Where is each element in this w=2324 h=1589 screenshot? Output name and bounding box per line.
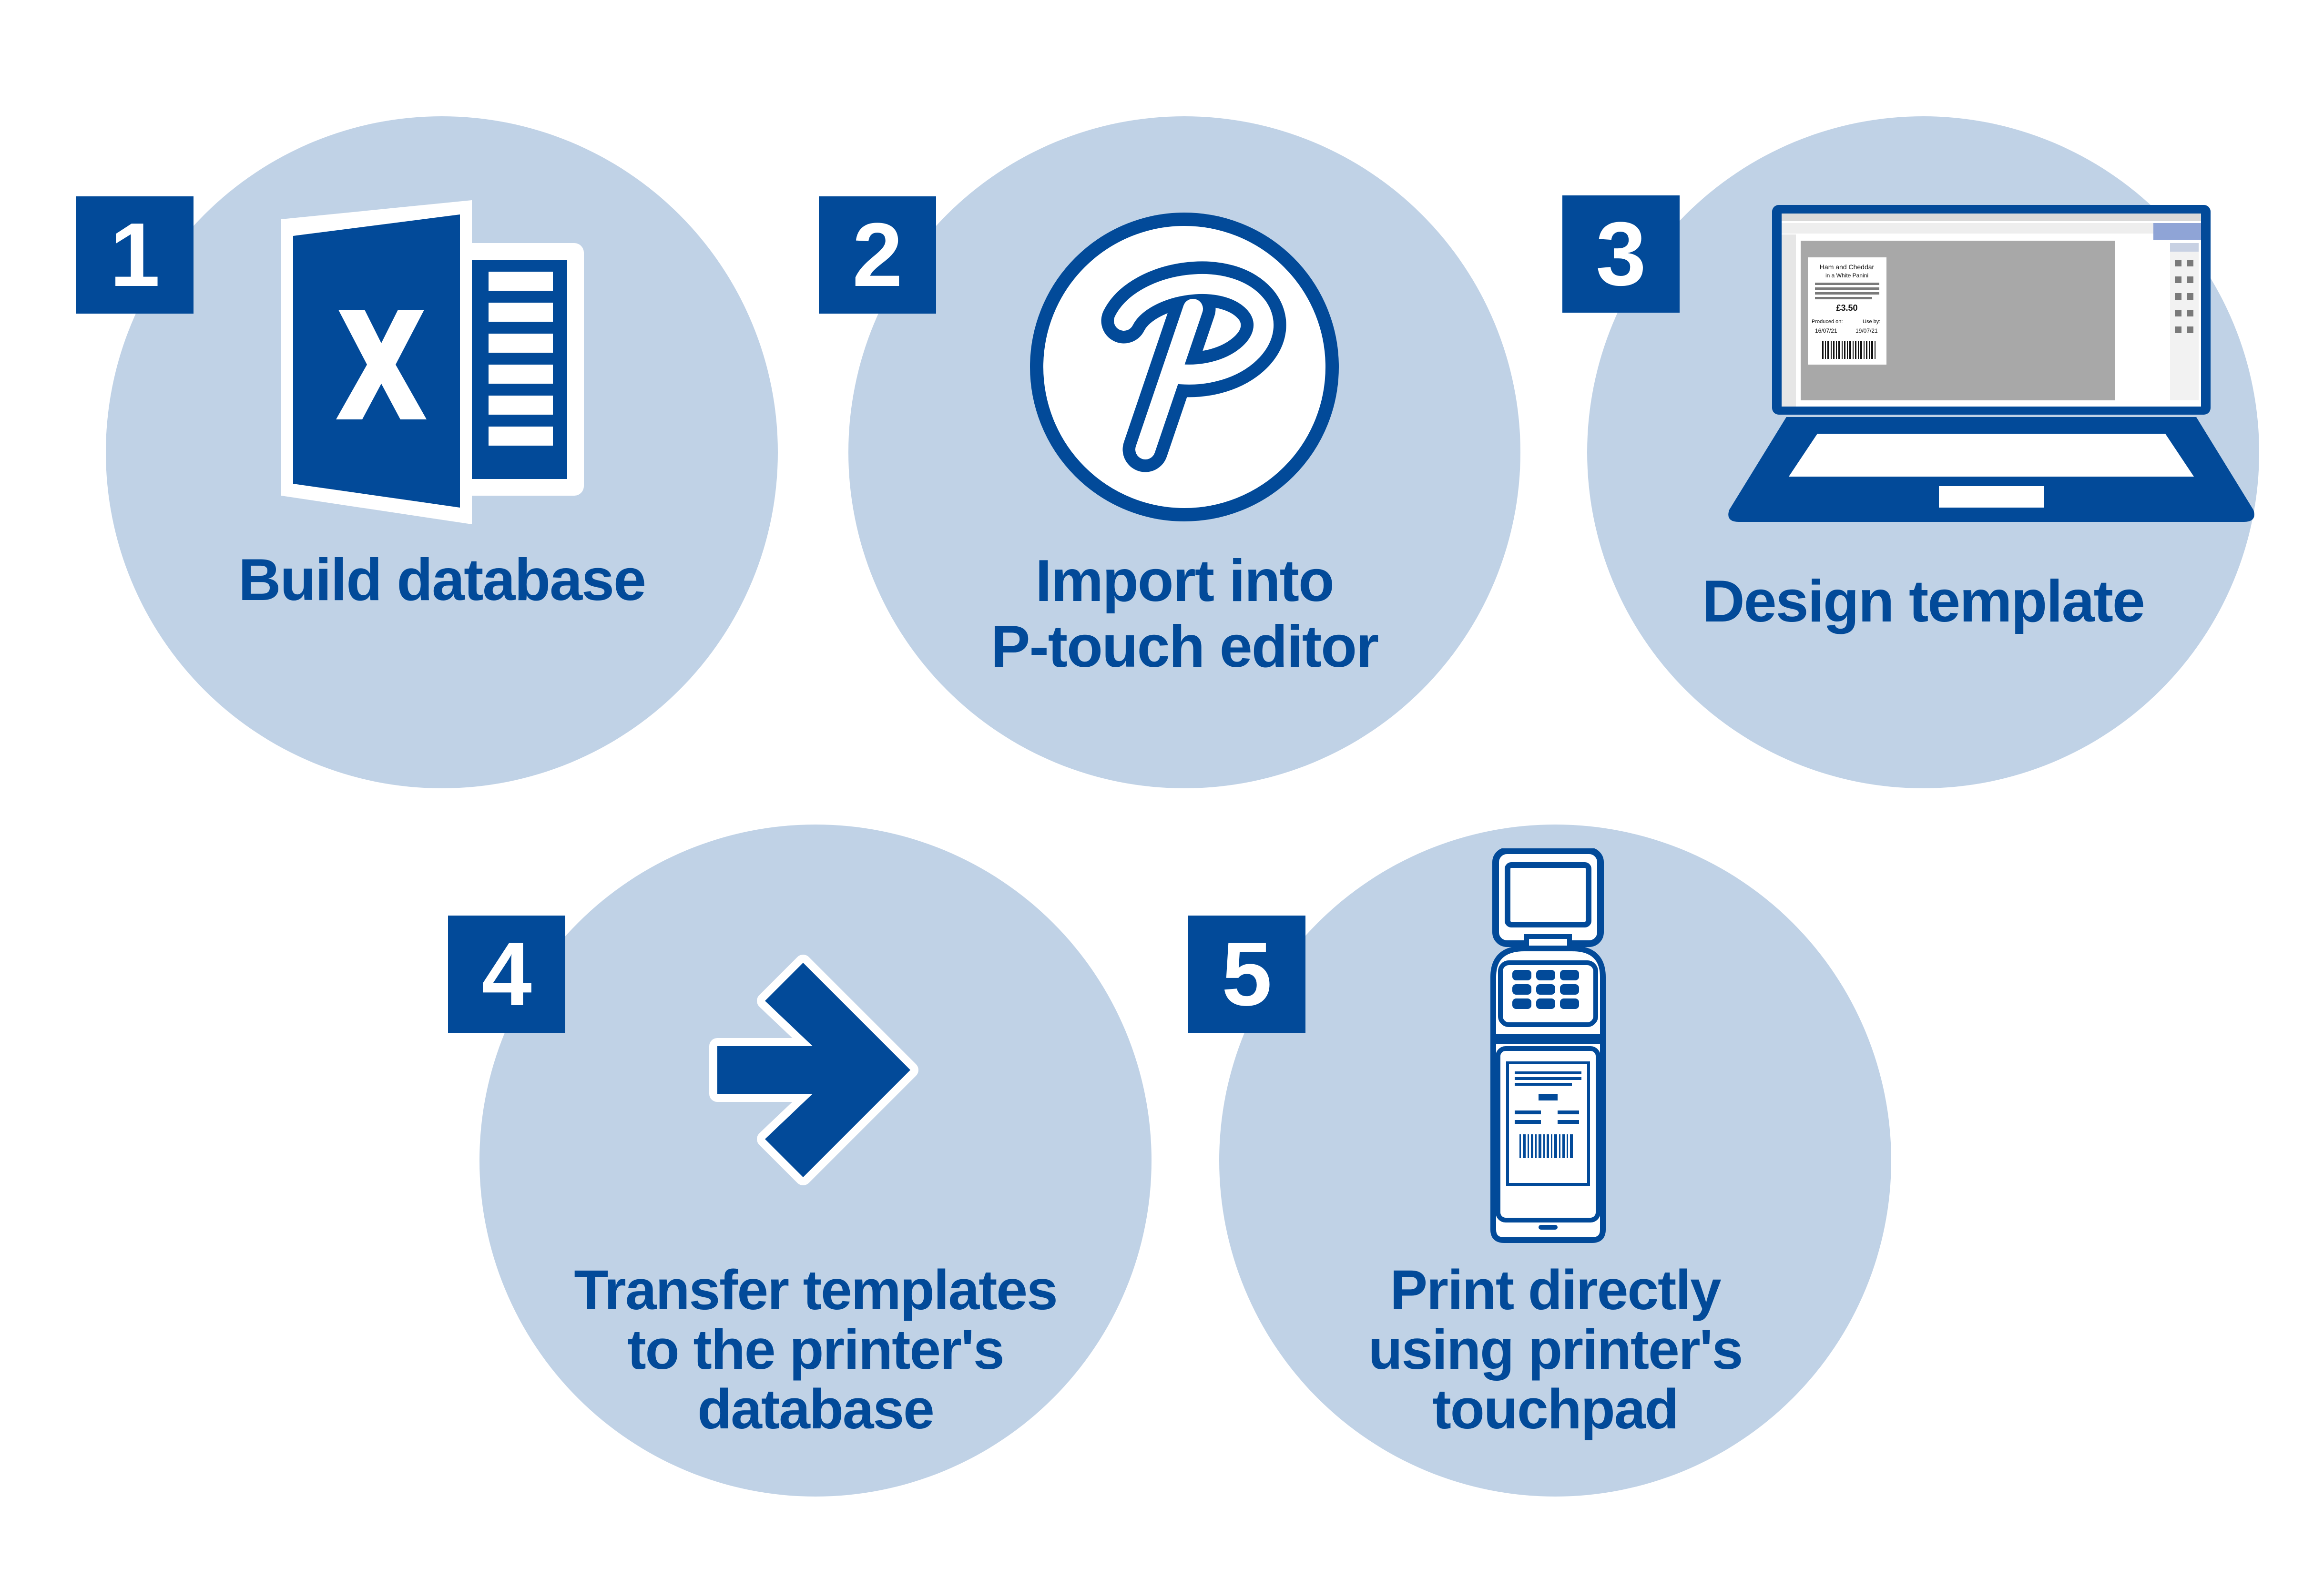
step-5-label-line: Print directly [1390,1259,1721,1322]
step-3-label: Design template [1587,572,2259,631]
step-4-label-line: Transfer templates [574,1259,1058,1322]
screen-label-use-label: Use by: [1863,319,1880,325]
step-3-badge: 3 [1562,195,1680,313]
svg-text:Produced on:: Produced on: [1812,319,1843,325]
step-5-label-line: using printer's [1368,1318,1743,1381]
screen-label-line: in a White Panini [1825,272,1868,279]
step-5-label: Print directly using printer's touchpad [1219,1261,1891,1439]
step-2-badge: 2 [819,196,936,314]
p-touch-icon [1030,213,1339,521]
svg-text:£3.50: £3.50 [1836,303,1857,313]
screen-label-line: Ham and Cheddar [1820,263,1875,271]
step-4-label: Transfer templates to the printer's data… [479,1261,1152,1439]
screen-label-price: £3.50 [1836,303,1857,313]
svg-text:Ham and Cheddar: Ham and Cheddar [1820,263,1875,271]
svg-text:Use by:: Use by: [1863,319,1880,325]
label-printer-icon [1490,848,1606,1243]
arrow-right-icon [709,955,918,1185]
step-4-badge: 4 [448,916,565,1033]
step-5-label-line: touchpad [1432,1378,1679,1441]
step-2-label-line: P-touch editor [990,614,1379,680]
laptop-icon: Ham and Cheddar in a White Panini £3.50 … [1728,205,2254,522]
screen-label-produced-label: Produced on: [1812,319,1843,325]
step-1-label: Build database [106,550,778,610]
screen-label-use-date: 19/07/21 [1855,327,1878,334]
svg-text:19/07/21: 19/07/21 [1855,327,1878,334]
step-1-label-line: Build database [238,547,646,613]
step-2-label-line: Import into [1035,548,1334,614]
step-3-label-line: Design template [1702,569,2145,634]
step-4-label-line: database [697,1378,935,1441]
svg-text:16/07/21: 16/07/21 [1815,327,1837,334]
step-5-badge: 5 [1188,916,1305,1033]
step-2-label: Import into P-touch editor [848,548,1520,680]
screen-label-produced-date: 16/07/21 [1815,327,1837,334]
step-1-badge: 1 [76,196,194,314]
step-4-label-line: to the printer's [627,1318,1004,1381]
excel-icon [281,200,584,524]
svg-text:in a White Panini: in a White Panini [1825,272,1868,279]
